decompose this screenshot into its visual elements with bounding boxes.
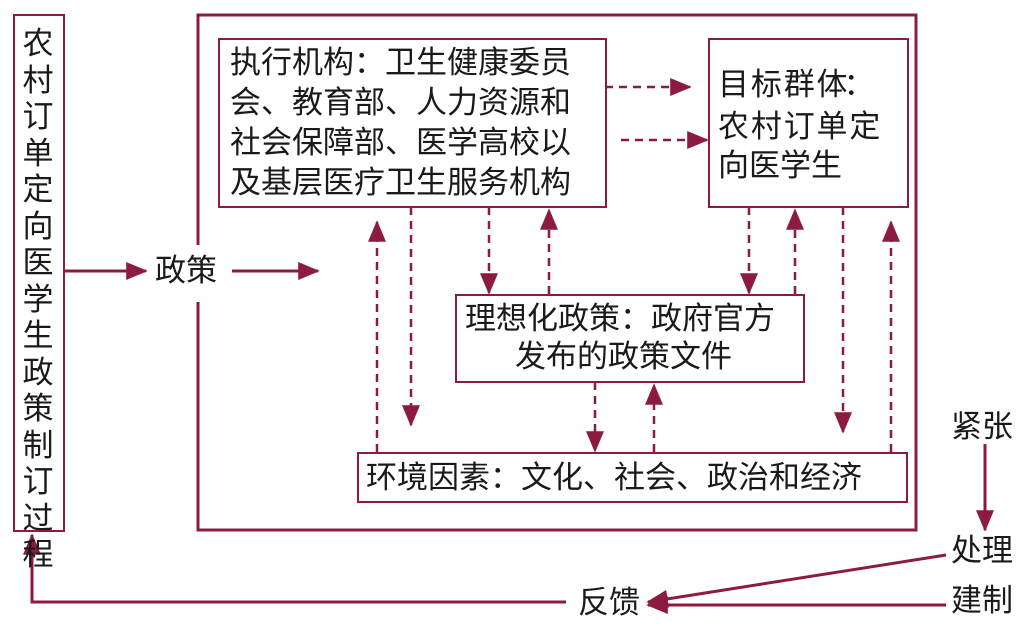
target-line-3: 向医学生 (718, 148, 842, 184)
arrow-feedback-to-process (23, 533, 566, 604)
ideal-policy-line-1: 理想化政策：政府官方 (465, 301, 775, 337)
executor-line-4: 及基层医疗卫生服务机构 (230, 165, 571, 201)
executor-line-2: 会、教育部、人力资源和 (230, 85, 571, 121)
policy-label: 政策 (155, 253, 217, 289)
environment-label: 环境因素：文化、社会、政治和经济 (366, 460, 862, 496)
feedback-label: 反馈 (578, 585, 640, 621)
ideal-policy-line-2: 发布的政策文件 (515, 339, 732, 375)
target-group-box: 目 标 群 体： 农 村 订 单 定 向医学生 (708, 38, 909, 208)
system-frame (196, 13, 918, 532)
arrow-handling-to-feedback (646, 553, 947, 608)
ideal-policy-box: 理想化政策：政府官方 发布的政策文件 (455, 294, 805, 383)
policy-process-label: 农村订单定向医学生政策制订过程 (22, 26, 54, 573)
policy-process-box: 农村订单定向医学生政策制订过程 (13, 14, 65, 573)
executor-line-3: 社会保障部、医学高校以 (230, 125, 571, 161)
target-line-2: 农 村 订 单 定 (718, 109, 880, 145)
tension-label: 紧张 (951, 409, 1013, 445)
executor-line-1: 执行机构：卫生健康委员 (230, 45, 571, 81)
environment-box: 环境因素：文化、社会、政治和经济 (357, 452, 908, 503)
handling-label: 处理 (951, 533, 1013, 569)
establishment-label: 建制 (951, 583, 1013, 619)
target-line-1: 目 标 群 体： (718, 67, 875, 103)
executor-box: 执行机构：卫生健康委员 会、教育部、人力资源和 社会保障部、医学高校以 及基层医… (218, 38, 607, 208)
